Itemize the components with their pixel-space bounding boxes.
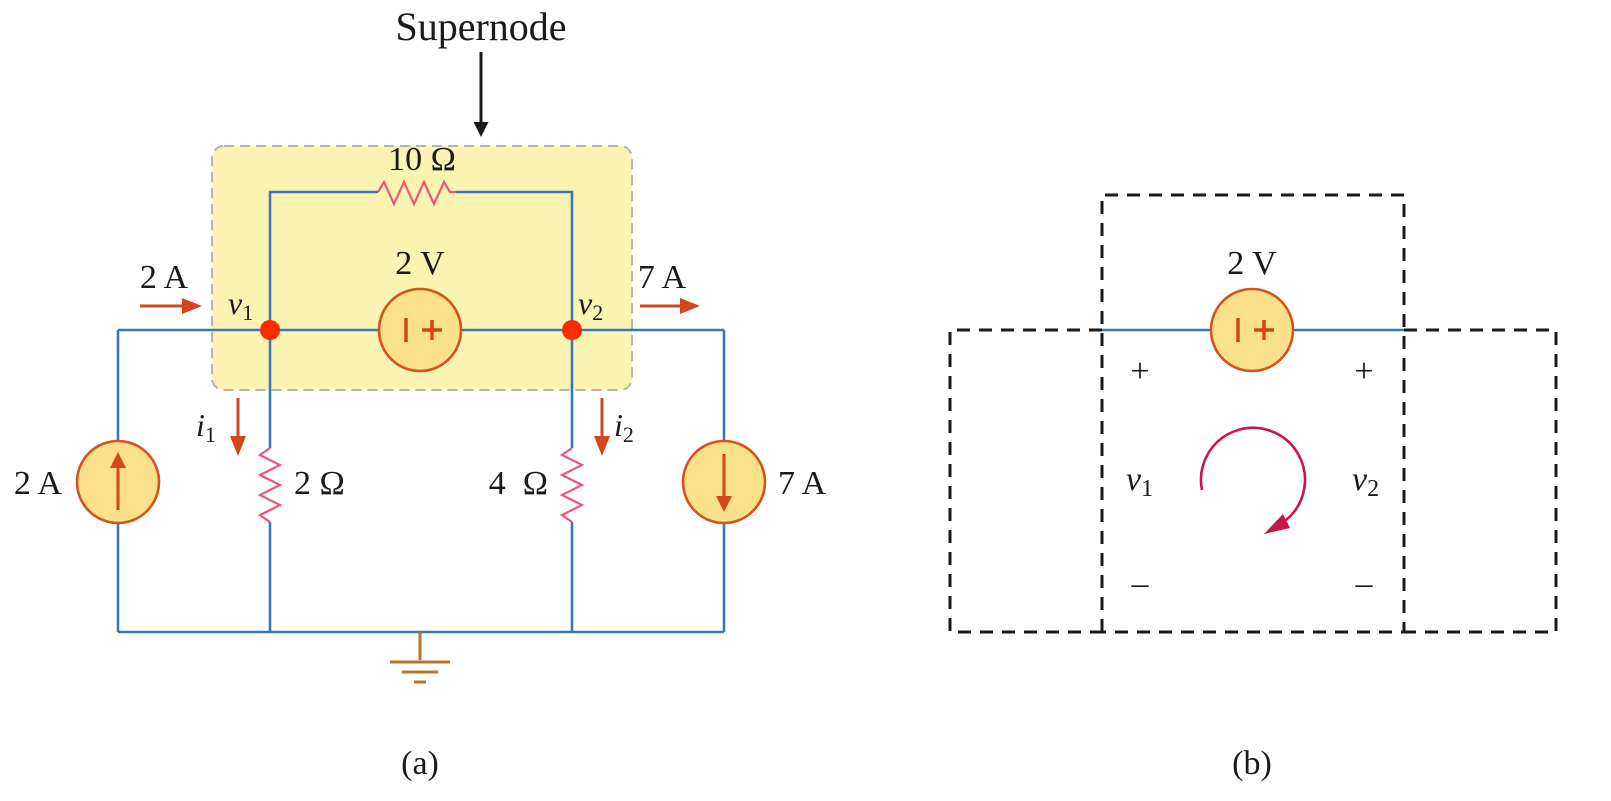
figure-b: 2 V + + – – v1 v2 (b) [948, 193, 1558, 782]
current-in-arrow [140, 298, 202, 314]
right-minus-sign: – [1355, 565, 1374, 602]
node-v1-dot [260, 320, 280, 340]
resistor-10-ohm [377, 179, 456, 207]
resistor-4-ohm [559, 447, 585, 523]
dashed-outline-right [1404, 328, 1558, 634]
dashed-outline-center [1100, 193, 1406, 634]
node-v2-label: v2 [578, 285, 603, 325]
voltage-source-2v-b [1209, 287, 1295, 373]
current-source-7a-label: 7 A [778, 465, 827, 502]
resistor-2-ohm-label: 2 Ω [294, 465, 345, 502]
circuit-wires [116, 190, 726, 634]
caption-a: (a) [401, 745, 439, 782]
voltage-v1-label: v1 [1126, 461, 1153, 502]
right-plus-sign: + [1354, 353, 1373, 390]
branch-current-i2-arrow [594, 398, 610, 456]
current-out-label: 7 A [638, 259, 687, 296]
left-plus-sign: + [1130, 353, 1149, 390]
ground-icon [390, 632, 450, 684]
branch-current-i1-label: i1 [196, 407, 216, 447]
node-v2-dot [562, 320, 582, 340]
current-out-arrow [640, 298, 700, 314]
voltage-source-2v [377, 287, 463, 373]
resistor-2-ohm [257, 447, 283, 523]
resistor-4-ohm-label: 4 Ω [489, 465, 548, 502]
branch-current-i1-arrow [230, 398, 246, 456]
current-in-label: 2 A [140, 259, 189, 296]
current-source-2a [75, 439, 161, 525]
left-minus-sign: – [1131, 565, 1150, 602]
voltage-source-2v-b-label: 2 V [1227, 245, 1277, 282]
current-source-2a-label: 2 A [14, 465, 63, 502]
supernode-label: Supernode [395, 4, 566, 49]
voltage-v2-label: v2 [1352, 461, 1379, 502]
caption-b: (b) [1232, 745, 1272, 782]
current-source-7a [681, 439, 767, 525]
resistor-10-ohm-label: 10 Ω [388, 141, 456, 178]
kvl-loop-arrow-icon [1199, 426, 1307, 534]
voltage-source-2v-label: 2 V [395, 245, 445, 282]
branch-current-i2-label: i2 [614, 407, 634, 447]
node-v1-label: v1 [228, 285, 253, 325]
figure-a: Supernode 10 Ω 2 Ω 4 Ω 2 V [14, 4, 827, 782]
dashed-outline-left [948, 328, 1102, 634]
